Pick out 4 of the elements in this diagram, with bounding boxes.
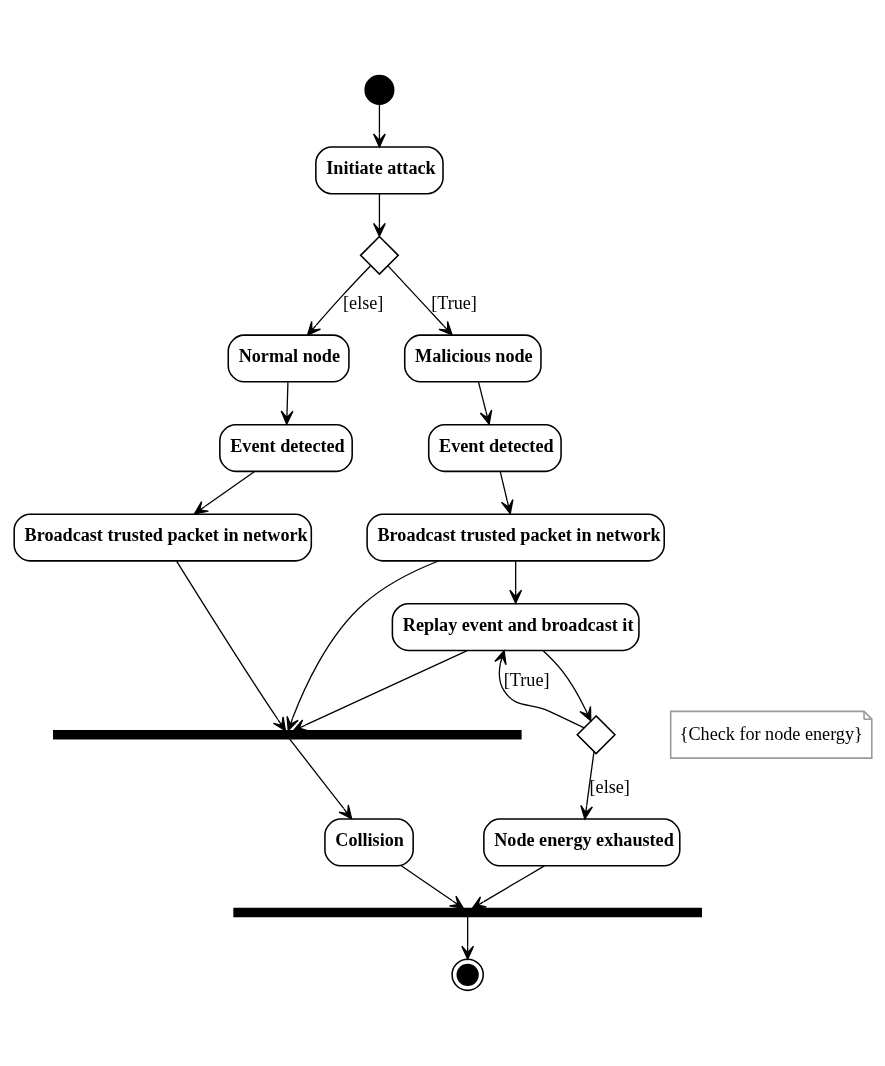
edge-label: [True] <box>503 669 550 690</box>
edge-label: [else] <box>342 293 383 314</box>
edge-label: [True] <box>430 293 477 314</box>
edge-label: [else] <box>589 777 630 798</box>
